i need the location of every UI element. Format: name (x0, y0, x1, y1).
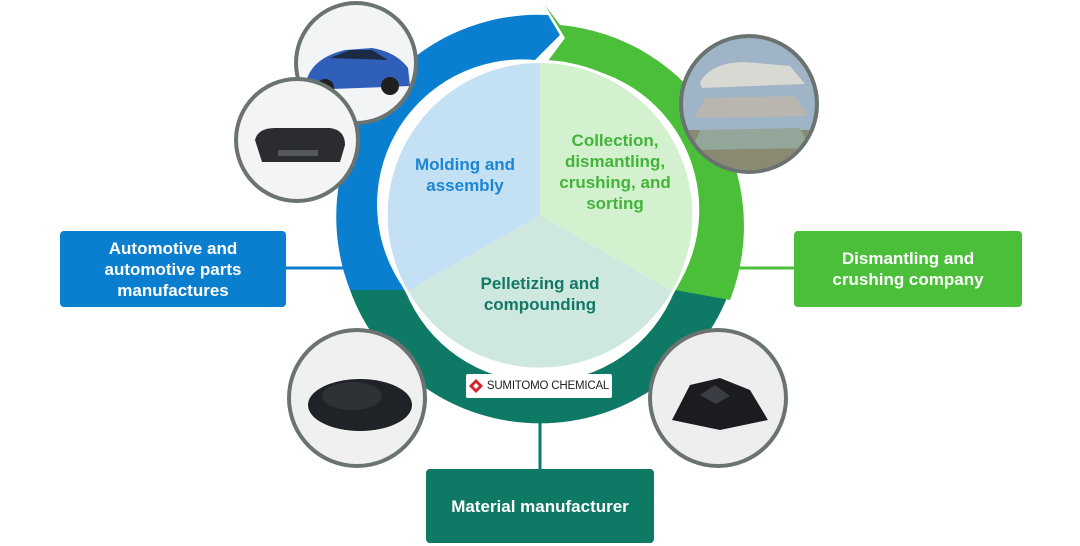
segment-label-molding: Molding and assembly (414, 155, 516, 195)
pellets-photo (287, 328, 427, 468)
pie-slice-teal (408, 215, 672, 368)
segment-label-pelletizing: Pelletizing and compounding (480, 274, 600, 314)
material-manufacturer-label: Material manufacturer (451, 496, 629, 516)
pie-slice-green (540, 62, 693, 292)
ring-segment-teal (350, 290, 730, 424)
sumitomo-diamond-icon (468, 379, 483, 393)
material-manufacturer-box: Material manufacturer (426, 469, 654, 543)
automotive-manufacturers-box: Automotive and automotive parts manufact… (60, 231, 286, 307)
pie-slice-blue (387, 62, 540, 291)
logo-text: SUMITOMO CHEMICAL (486, 380, 610, 392)
bumper-photo (234, 77, 360, 203)
flakes-photo (648, 328, 788, 468)
scrap-cars-photo (679, 34, 819, 174)
dismantling-company-box: Dismantling and crushing company (794, 231, 1022, 307)
dismantling-company-label: Dismantling and crushing company (832, 249, 984, 289)
sumitomo-logo: SUMITOMO CHEMICAL (466, 374, 612, 398)
automotive-manufacturers-label: Automotive and automotive parts manufact… (104, 238, 242, 300)
segment-label-collection: Collection, dismantling, crushing, and s… (559, 131, 671, 213)
